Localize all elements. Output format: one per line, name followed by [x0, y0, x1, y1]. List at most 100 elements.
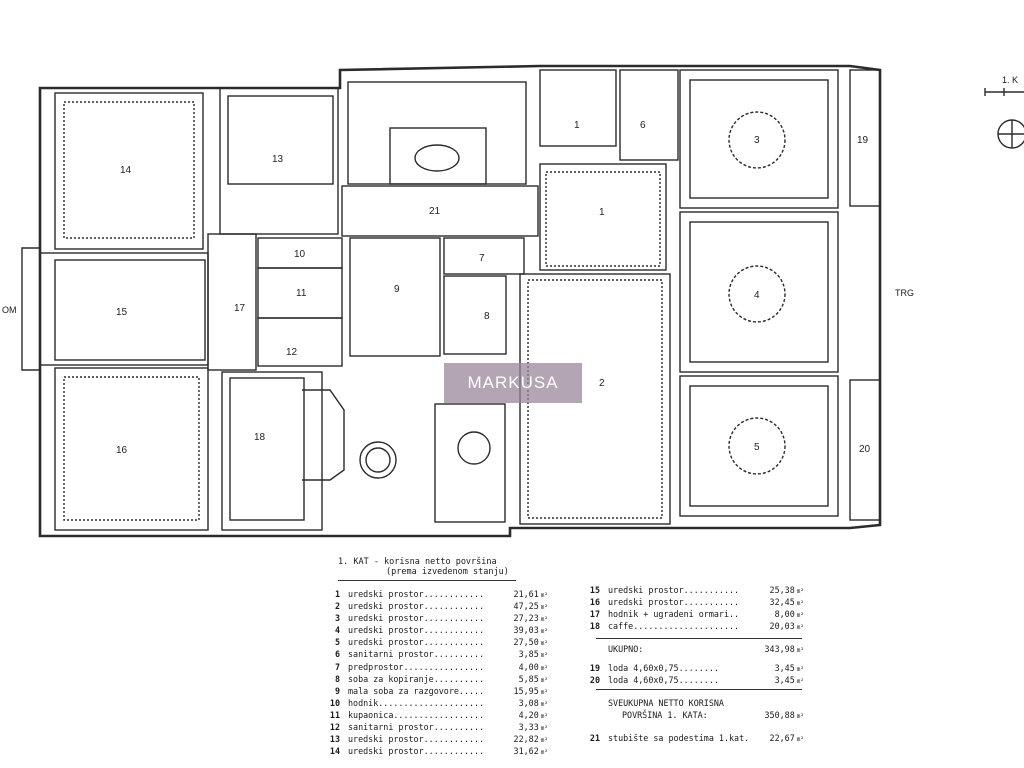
area-description: mala soba za razgovore..... — [348, 685, 485, 696]
total-value: 343,98 — [764, 644, 795, 654]
room-label-14: 14 — [120, 165, 132, 176]
area-number: 2 — [334, 601, 340, 612]
area-value: 4,00 — [518, 661, 539, 672]
area-number: 1 — [334, 589, 340, 599]
area-unit: m² — [540, 737, 548, 745]
room-label-20: 20 — [859, 444, 871, 455]
area-value: 22,82 — [513, 734, 539, 745]
area-description: uredski prostor............ — [348, 589, 485, 599]
room-outline-13 — [219, 87, 339, 235]
room-label-7: 7 — [479, 253, 485, 264]
stair-value: 22,67 — [769, 733, 795, 743]
loggia-line — [596, 689, 802, 690]
legend-subtitle: (prema izvedenom stanju) — [386, 567, 509, 577]
area-value: 8,00 — [774, 609, 795, 620]
area-value: 4,20 — [518, 709, 539, 720]
area-description: uredski prostor........... — [608, 585, 740, 595]
room-outline-7 — [443, 237, 525, 275]
legend-title: 1. KAT - korisna netto površina (prema i… — [338, 557, 509, 577]
street-label: TRG — [895, 288, 914, 298]
room-label-6: 6 — [640, 120, 646, 131]
room-outline-8 — [443, 275, 507, 355]
area-unit: m² — [796, 624, 804, 632]
room-outline-3 — [679, 69, 839, 209]
area-number: 17 — [589, 609, 600, 620]
area-value: 39,03 — [513, 625, 539, 636]
area-description: hodnik + ugradeni ormari.. — [608, 609, 740, 620]
room-label-8: 8 — [484, 311, 490, 322]
room-outline-1 — [539, 163, 667, 271]
area-unit: m² — [796, 678, 804, 686]
area-description: uredski prostor............ — [348, 601, 485, 612]
area-description: uredski prostor........... — [608, 597, 740, 608]
area-unit: m² — [540, 604, 548, 612]
area-value: 3,85 — [518, 649, 539, 660]
area-unit: m² — [796, 600, 804, 608]
area-value: 3,33 — [518, 722, 539, 733]
area-unit: m² — [540, 628, 548, 636]
room-outline-6 — [619, 69, 679, 161]
room-outline-19b — [539, 69, 617, 147]
area-description: sanitarni prostor.......... — [348, 649, 485, 660]
grand-value: 350,88 — [764, 710, 795, 721]
area-description: hodnik..................... — [348, 697, 485, 708]
area-description: uredski prostor............ — [348, 734, 485, 745]
room-outline-18 — [221, 371, 323, 531]
room-outline-9 — [349, 237, 441, 357]
area-unit: m² — [540, 700, 548, 708]
room-label-16: 16 — [116, 445, 128, 456]
area-number: 4 — [334, 625, 340, 636]
area-unit: m² — [540, 616, 548, 624]
area-value: 31,62 — [513, 746, 539, 757]
area-unit: m² — [540, 652, 548, 660]
room-outline-12 — [257, 317, 343, 367]
grand-total: SVEUKUPNA NETTO KORISNA POVRŠINA 1. KATA… — [608, 698, 804, 721]
total-label: UKUPNO: — [608, 644, 644, 654]
room-label-11: 11 — [296, 288, 307, 299]
room-label-17: 17 — [234, 303, 246, 314]
area-description: loda 4,60x0,75........ — [608, 675, 719, 686]
room-label-10: 10 — [294, 249, 306, 260]
area-description: kupaonica.................. — [348, 709, 485, 720]
room-label-3: 3 — [754, 135, 760, 146]
area-number: 19 — [589, 663, 600, 673]
room-outline-5 — [679, 375, 839, 517]
area-value: 3,45 — [774, 675, 795, 686]
area-number: 16 — [589, 597, 600, 608]
area-value: 15,95 — [513, 685, 539, 696]
room-label-2: 2 — [599, 378, 605, 389]
room-label-5: 5 — [754, 442, 760, 453]
grand-label-2: POVRŠINA 1. KATA: — [622, 710, 708, 721]
title-underline — [338, 580, 516, 581]
room-outline-17 — [207, 233, 257, 371]
room-label-21: 21 — [429, 206, 441, 217]
plan-walls — [21, 64, 1024, 538]
area-value: 3,45 — [774, 663, 795, 673]
area-number: 9 — [334, 685, 340, 696]
area-number: 5 — [334, 637, 340, 648]
area-description: uredski prostor............ — [348, 637, 485, 648]
room-label-18: 18 — [254, 432, 266, 443]
watermark-logo: MARKUSA — [444, 363, 582, 403]
stair-outline-21 — [347, 81, 527, 185]
area-value: 25,38 — [769, 585, 795, 595]
area-unit: m² — [540, 640, 548, 648]
room-labels: 14 13 15 16 17 10 11 12 18 21 9 7 8 1 1 … — [116, 120, 871, 456]
room-label-1: 1 — [599, 207, 605, 218]
area-description: predprostor................ — [348, 661, 485, 672]
loggia-outline-20 — [849, 379, 881, 521]
